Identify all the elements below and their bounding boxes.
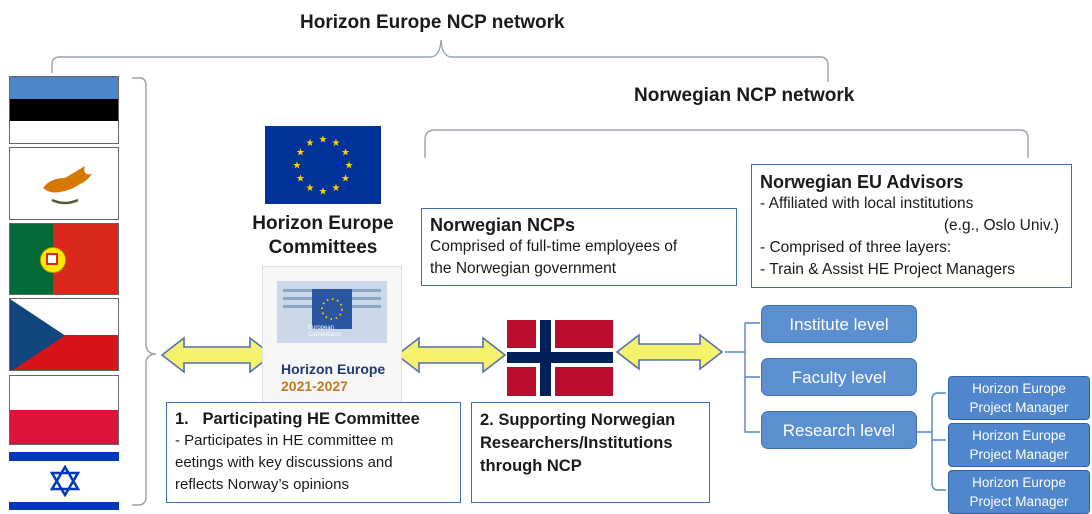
berlaymont-building-icon <box>277 281 387 343</box>
box1-title: 1. Participating HE Committee <box>175 410 420 428</box>
eu-star-icon: ★ <box>296 174 305 185</box>
box1-line1: - Participates in HE committee m <box>175 432 394 449</box>
double-arrow-left <box>160 336 274 374</box>
eu-star-icon: ★ <box>341 148 350 159</box>
project-manager-box: Horizon Europe Project Manager <box>948 470 1090 514</box>
eu-flag: ★★★★★★★★★★★★ <box>265 126 381 204</box>
eu-star-icon: ★ <box>293 161 302 172</box>
box2-line2: Researchers/Institutions <box>480 434 673 452</box>
participating-committee-box: 1. Participating HE Committee - Particip… <box>166 402 461 503</box>
eu-star-icon: ★ <box>345 161 354 172</box>
institute-level: Institute level <box>761 305 917 343</box>
box1-line2: eetings with key discussions and <box>175 454 393 471</box>
supporting-norwegian-box: 2. Supporting Norwegian Researchers/Inst… <box>471 402 710 503</box>
eu-star-icon: ★ <box>306 183 315 194</box>
logo-years: 2021-2027 <box>281 378 348 394</box>
horizon-europe-logo: European Commission Horizon Europe 2021-… <box>262 266 402 406</box>
israel-flag <box>9 450 119 510</box>
horizon-network-bracket <box>51 39 829 82</box>
eu-star-icon: ★ <box>319 135 328 146</box>
portugal-flag <box>9 223 119 295</box>
czech-flag <box>9 298 119 371</box>
pm-line2: Project Manager <box>969 400 1069 415</box>
eu-stars-icon: ★★★★★★★★★★★★ <box>293 135 354 198</box>
poland-flag <box>9 375 119 445</box>
eu-star-icon: ★ <box>332 183 341 194</box>
committee-title-line2: Committees <box>268 237 378 258</box>
advisors-line2: (e.g., Oslo Univ.) <box>943 217 1059 234</box>
estonia-flag <box>9 76 119 144</box>
double-arrow-right <box>615 333 724 371</box>
logo-name: Horizon Europe <box>281 361 386 377</box>
norwegian-ncps-box: Norwegian NCPs Comprised of full-time em… <box>421 208 737 286</box>
pm-line1: Horizon Europe <box>972 381 1066 396</box>
box2-line1: 2. Supporting Norwegian <box>480 411 676 429</box>
research-level: Research level <box>761 411 917 449</box>
committee-title: Horizon Europe Committees <box>243 212 403 260</box>
norwegian-eu-advisors-box: Norwegian EU Advisors - Affiliated with … <box>751 164 1072 288</box>
pm-line2: Project Manager <box>969 494 1069 509</box>
pm-line1: Horizon Europe <box>972 475 1066 490</box>
norwegian-ncps-line1: Comprised of full-time employees of <box>430 238 678 255</box>
advisors-line1: - Affiliated with local institutions <box>760 195 974 212</box>
levels-tree <box>725 322 760 433</box>
faculty-level: Faculty level <box>761 358 917 396</box>
advisors-line4: - Train & Assist HE Project Managers <box>760 261 1015 278</box>
advisors-line3: - Comprised of three layers: <box>760 239 952 256</box>
committee-title-line1: Horizon Europe <box>252 213 394 234</box>
norwegian-network-bracket <box>424 129 1029 158</box>
project-manager-box: Horizon Europe Project Manager <box>948 376 1090 420</box>
eu-star-icon: ★ <box>341 174 350 185</box>
logo-commission-line1: European <box>308 325 335 331</box>
eu-star-icon: ★ <box>296 148 305 159</box>
norwegian-ncps-line2: the Norwegian government <box>430 260 617 277</box>
pm-tree <box>915 392 946 491</box>
eu-star-icon: ★ <box>319 187 328 198</box>
advisors-title: Norwegian EU Advisors <box>760 172 964 192</box>
pm-line2: Project Manager <box>969 447 1069 462</box>
norwegian-network-title: Norwegian NCP network <box>634 85 855 106</box>
norwegian-ncps-title: Norwegian NCPs <box>430 215 576 235</box>
horizon-network-title: Horizon Europe NCP network <box>300 12 565 33</box>
cyprus-flag <box>9 147 119 220</box>
star-of-david-icon <box>50 465 80 497</box>
eu-star-icon: ★ <box>332 138 341 149</box>
logo-commission-line2: Commission <box>308 332 342 338</box>
box1-line3: reflects Norway’s opinions <box>175 476 349 493</box>
cyprus-map-icon <box>43 166 92 205</box>
norway-flag <box>507 320 613 396</box>
double-arrow-middle <box>395 336 507 374</box>
eu-star-icon: ★ <box>306 138 315 149</box>
box2-line3: through NCP <box>480 457 582 475</box>
project-manager-box: Horizon Europe Project Manager <box>948 423 1090 467</box>
pm-line1: Horizon Europe <box>972 428 1066 443</box>
flags-bracket <box>132 77 157 506</box>
